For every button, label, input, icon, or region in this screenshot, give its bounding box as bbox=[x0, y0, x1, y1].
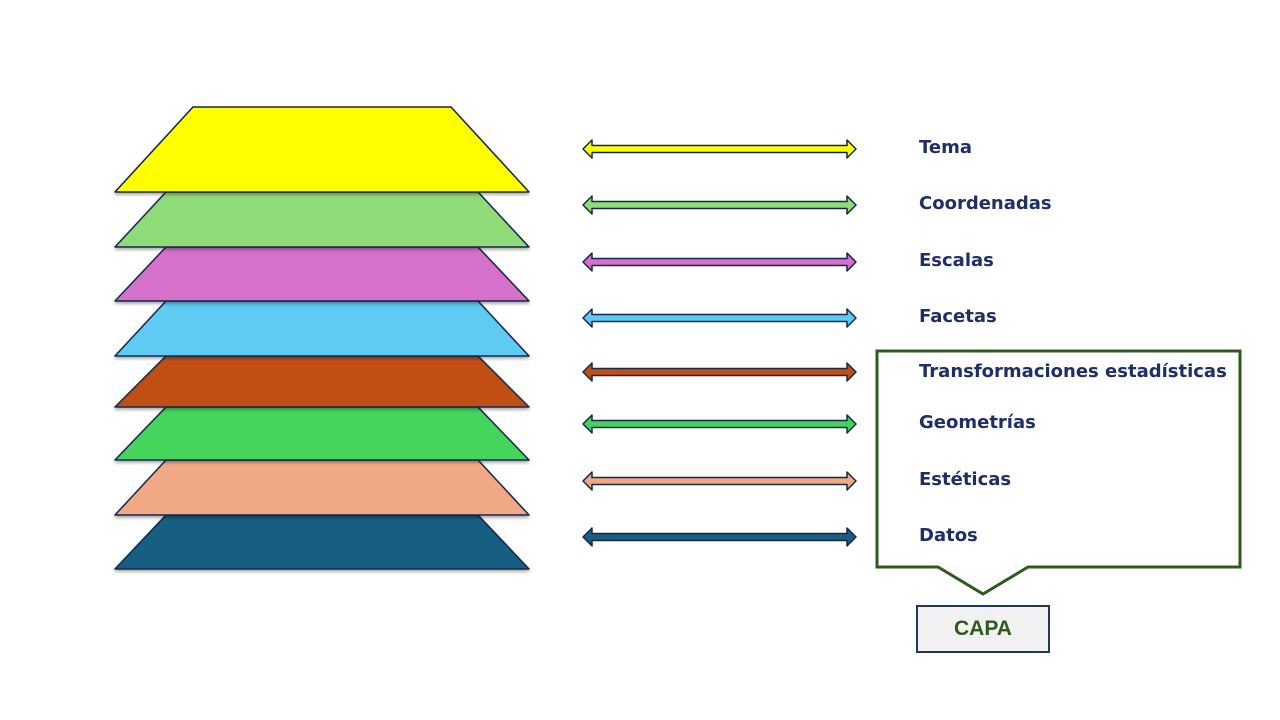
layer-trapezoid bbox=[114, 106, 530, 193]
capa-box: CAPA bbox=[916, 605, 1050, 653]
layer-label: Tema bbox=[919, 137, 972, 158]
double-arrow bbox=[582, 414, 857, 434]
layer-trapezoid bbox=[114, 246, 530, 302]
double-arrow bbox=[582, 308, 857, 328]
layer-trapezoid bbox=[114, 514, 530, 570]
layer-label: Datos bbox=[919, 525, 978, 546]
capa-callout-bracket bbox=[875, 349, 1242, 596]
layer-label: Estéticas bbox=[919, 469, 1012, 490]
layer-trapezoid bbox=[114, 406, 530, 461]
layer-stack bbox=[114, 106, 530, 570]
double-arrow bbox=[582, 195, 857, 215]
layer-trapezoid bbox=[114, 191, 530, 248]
double-arrow bbox=[582, 252, 857, 272]
layer-label: Coordenadas bbox=[919, 193, 1052, 214]
capa-label: CAPA bbox=[954, 617, 1012, 640]
double-arrow bbox=[582, 471, 857, 491]
layer-label: Escalas bbox=[919, 250, 994, 271]
layer-label: Geometrías bbox=[919, 412, 1036, 433]
double-arrow bbox=[582, 527, 857, 547]
layer-trapezoid bbox=[114, 459, 530, 516]
double-arrow bbox=[582, 362, 857, 382]
layer-trapezoid bbox=[114, 300, 530, 357]
double-arrow bbox=[582, 139, 857, 159]
layer-trapezoid bbox=[114, 355, 530, 408]
layer-label: Facetas bbox=[919, 306, 997, 327]
layer-arrows bbox=[582, 139, 857, 547]
layer-label: Transformaciones estadísticas bbox=[919, 361, 1227, 382]
